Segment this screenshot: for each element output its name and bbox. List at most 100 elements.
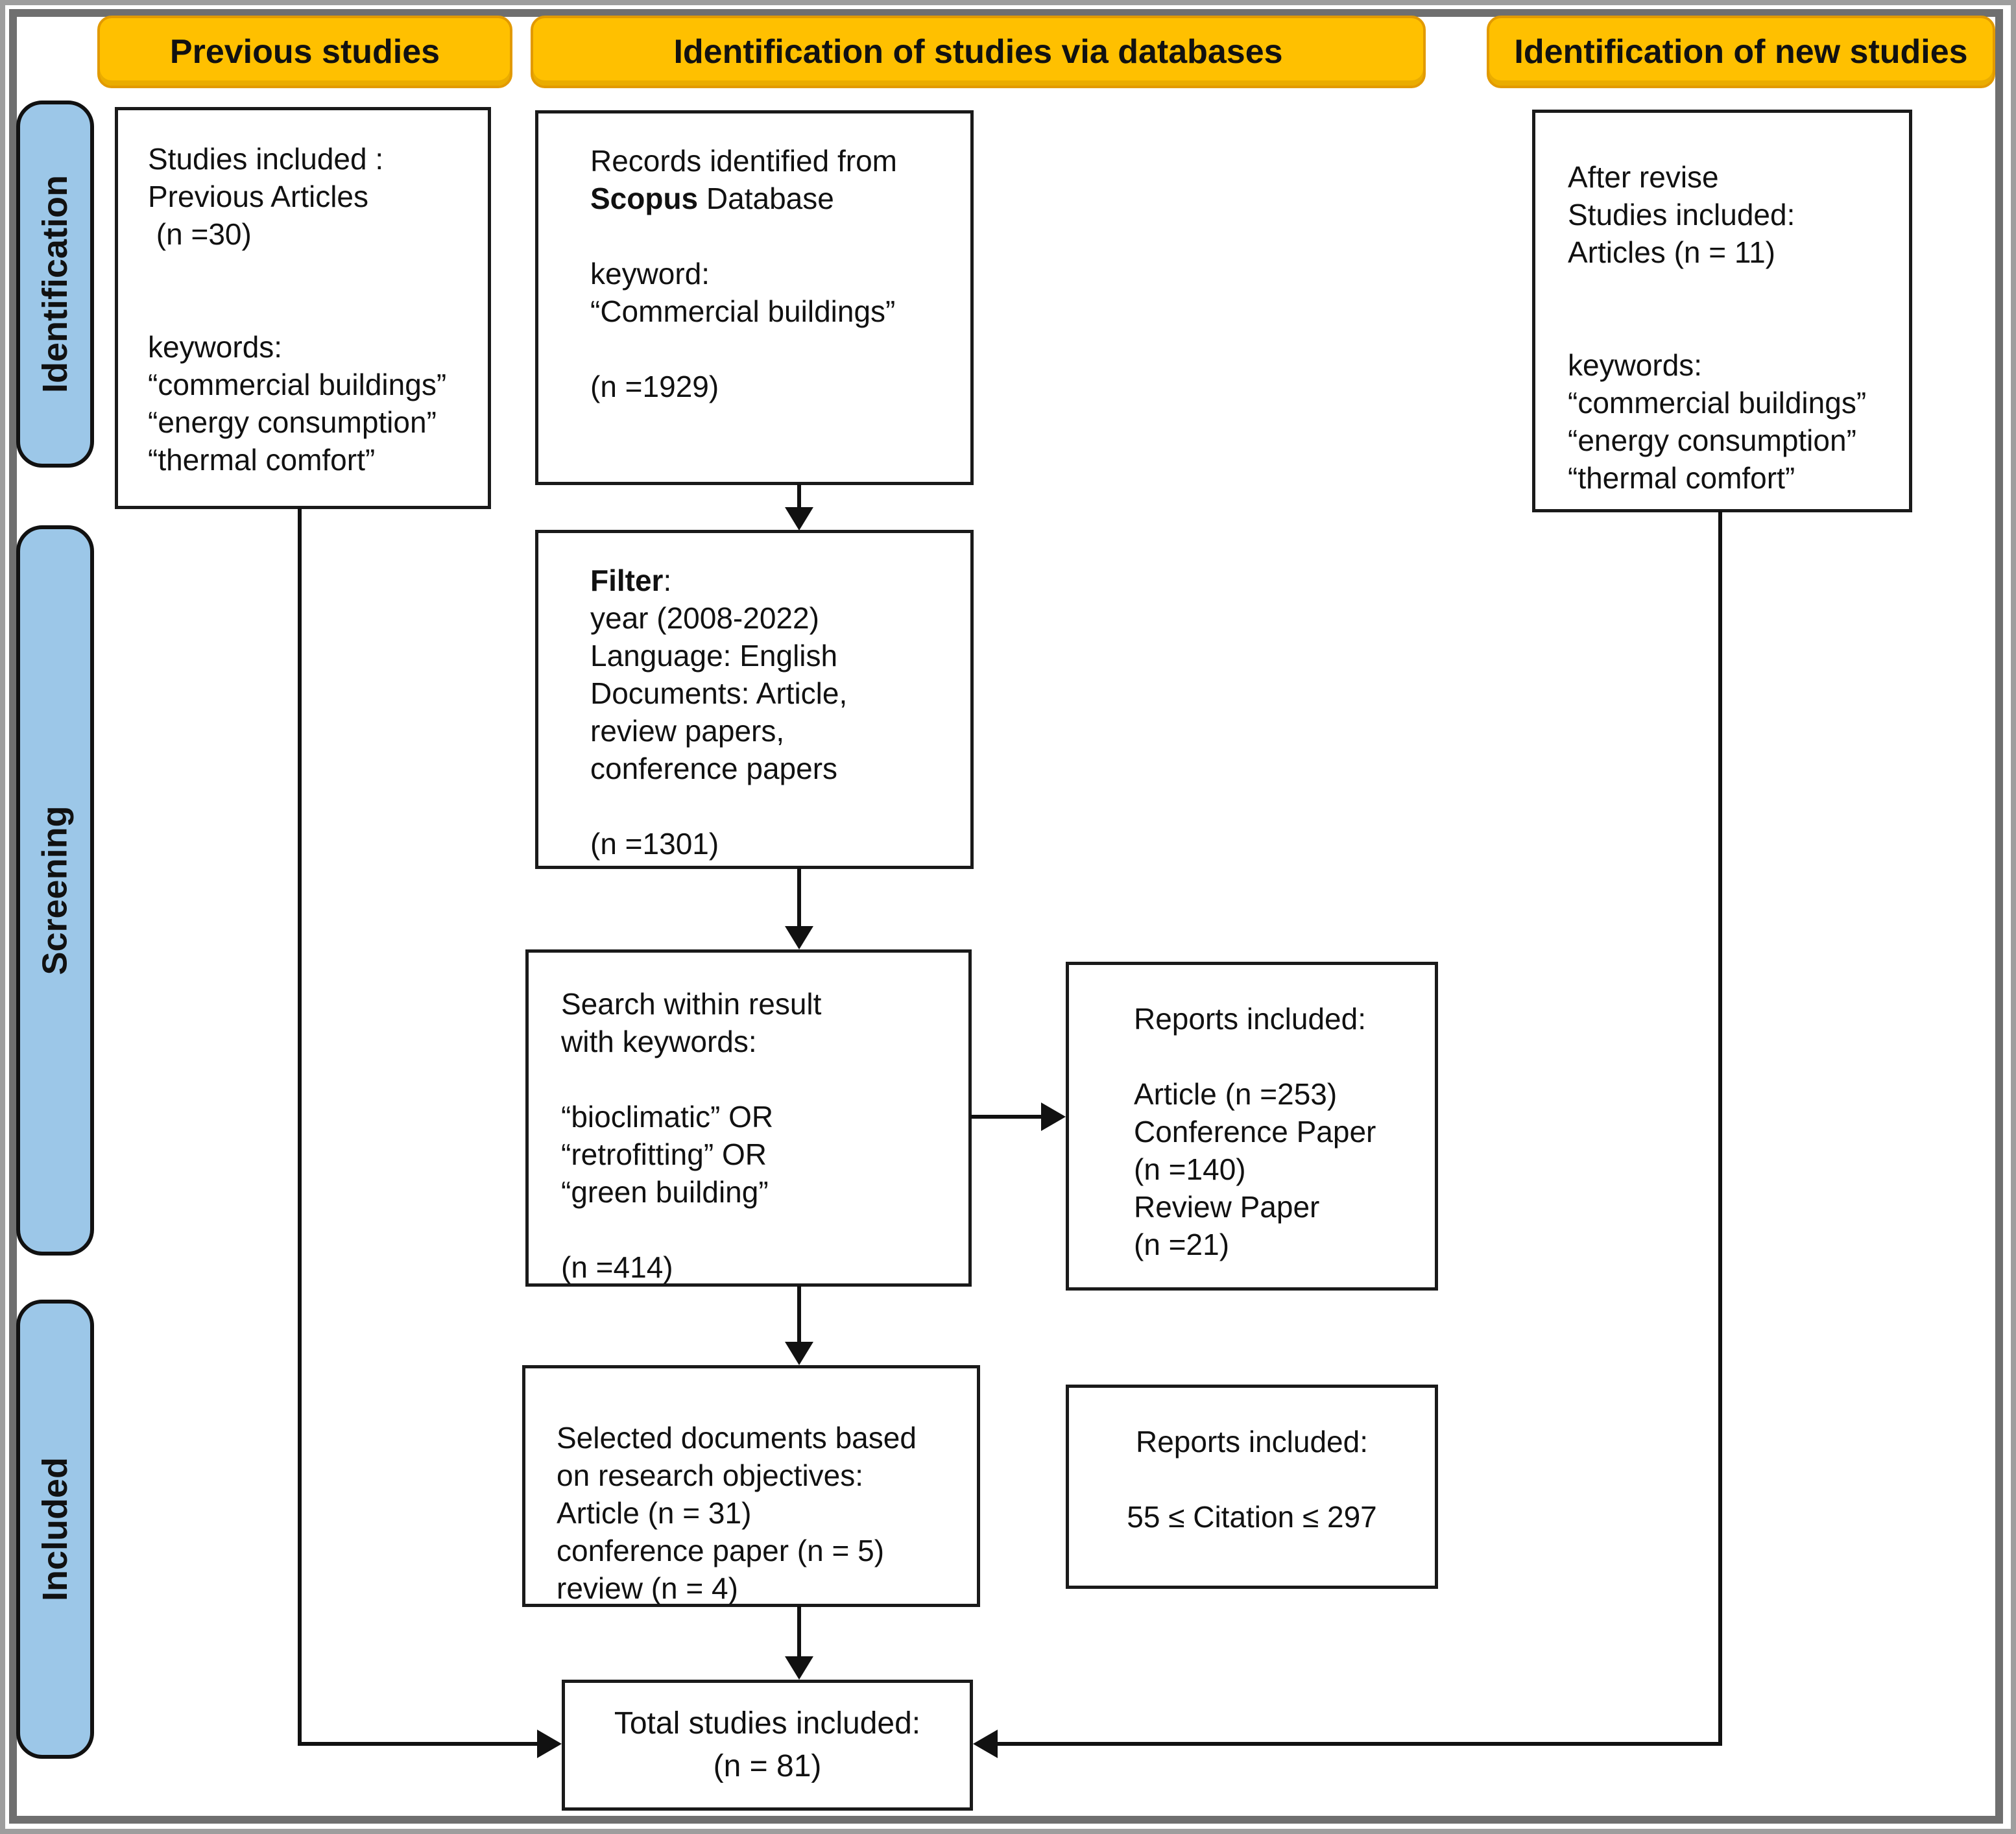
text-line: “green building”: [561, 1175, 769, 1209]
text-line: [590, 330, 947, 368]
text-line: Review Paper: [1134, 1190, 1320, 1224]
text-line: Scopus Database: [590, 182, 834, 215]
text-line: “Commercial buildings”: [590, 294, 896, 328]
column-header-databases: Identification of studies via databases: [531, 16, 1426, 88]
text-line: 55 ≤ Citation ≤ 297: [1127, 1500, 1377, 1534]
text-line: (n =140): [1134, 1152, 1246, 1186]
text-line: conference paper (n = 5): [557, 1534, 885, 1567]
box-text: Reports included: Article (n =253)Confer…: [1069, 965, 1435, 1263]
arrowhead-selected-to-total: [785, 1656, 813, 1680]
box-text: Total studies included: (n = 81): [565, 1683, 970, 1788]
text-line: [148, 291, 464, 328]
stage-label-identification: Identification: [16, 101, 94, 468]
text-line: Studies included :: [148, 142, 384, 176]
text-line: review (n = 4): [557, 1571, 738, 1605]
text-line: conference papers: [590, 752, 838, 785]
text-line: “thermal comfort”: [1568, 461, 1795, 495]
column-header-new-studies: Identification of new studies: [1487, 16, 1995, 88]
box-search-within-result: Search within result with keywords: “bioc…: [525, 949, 972, 1287]
text-line: [561, 1211, 945, 1248]
text-line: Search within result: [561, 987, 822, 1021]
text-line: [1134, 1038, 1419, 1075]
arrowhead-new-studies-to-total: [973, 1730, 998, 1758]
text-line: (n =30): [148, 217, 252, 251]
text-line: (n =1301): [590, 827, 719, 861]
text-line: Language: English: [590, 639, 838, 673]
connector-selected-to-total: [797, 1606, 801, 1659]
text-line: “commercial buildings”: [148, 368, 447, 401]
text-line: “energy consumption”: [1568, 423, 1856, 457]
box-filter: Filter: year (2008-2022) Language: English…: [535, 530, 974, 869]
connector-search-to-selected: [797, 1285, 801, 1345]
stage-label-included: Included: [16, 1300, 94, 1759]
text-line: [1075, 1460, 1428, 1498]
stage-label-text: Identification: [36, 175, 75, 393]
text-line: year (2008-2022): [590, 601, 819, 635]
text-line: Selected documents based: [557, 1421, 917, 1455]
text-line: [590, 787, 947, 825]
text-line: Total studies included:: [614, 1706, 921, 1741]
text-line: (n =1929): [590, 370, 719, 403]
text-line: [561, 1060, 945, 1098]
connector-filter-to-search: [797, 868, 801, 929]
text-line: (n =414): [561, 1250, 673, 1284]
text-line: Reports included:: [1134, 1002, 1366, 1036]
text-line: Filter:: [590, 564, 672, 597]
text-line: “bioclimatic” OR: [561, 1100, 774, 1134]
box-total-studies-included: Total studies included: (n = 81): [562, 1680, 973, 1811]
connector-previous-right: [298, 1742, 540, 1746]
box-text: Search within result with keywords: “bioc…: [529, 953, 968, 1286]
box-selected-documents: Selected documents based on research obje…: [522, 1365, 980, 1607]
text-line: Article (n = 31): [557, 1496, 752, 1530]
arrowhead-previous-to-total: [537, 1730, 562, 1758]
text-line: (n = 81): [713, 1749, 822, 1783]
text-line: [1568, 309, 1893, 346]
connector-records-to-filter: [797, 484, 801, 512]
stage-label-text: Screening: [36, 805, 75, 975]
column-header-previous-studies: Previous studies: [97, 16, 512, 88]
text-line: Conference Paper: [1134, 1115, 1376, 1149]
stage-label-text: Included: [36, 1457, 75, 1602]
text-line: “commercial buildings”: [1568, 386, 1867, 420]
text-line: “energy consumption”: [148, 405, 437, 439]
column-header-label: Identification of new studies: [1514, 33, 1968, 71]
text-line: keywords:: [1568, 348, 1703, 382]
text-line: “retrofitting” OR: [561, 1137, 767, 1171]
text-line: Records identified from: [590, 144, 897, 178]
text-line: Studies included:: [1568, 198, 1795, 232]
box-text: Studies included : Previous Articles (n =…: [118, 110, 488, 479]
arrowhead-search-to-selected: [785, 1342, 813, 1365]
text-line: keywords:: [148, 330, 283, 364]
connector-previous-down: [298, 508, 302, 1746]
connector-search-to-reports: [970, 1115, 1043, 1119]
text-line: (n =21): [1134, 1228, 1230, 1261]
box-reports-included-citation: Reports included: 55 ≤ Citation ≤ 297: [1066, 1385, 1438, 1589]
arrowhead-records-to-filter: [785, 507, 813, 530]
text-line: Previous Articles: [148, 180, 369, 213]
box-reports-included-types: Reports included: Article (n =253)Confer…: [1066, 962, 1438, 1291]
arrowhead-search-to-reports: [1041, 1102, 1066, 1131]
arrowhead-filter-to-search: [785, 926, 813, 949]
connector-new-studies-down: [1718, 511, 1722, 1746]
text-line: review papers,: [590, 714, 785, 748]
text-line: Documents: Article,: [590, 676, 848, 710]
text-line: Articles (n = 11): [1568, 235, 1775, 269]
box-previous-studies-included: Studies included : Previous Articles (n =…: [115, 107, 491, 509]
connector-new-studies-left: [998, 1742, 1722, 1746]
box-text: Filter: year (2008-2022) Language: English…: [538, 533, 970, 863]
box-text: Reports included: 55 ≤ Citation ≤ 297: [1069, 1388, 1435, 1536]
text-line: “thermal comfort”: [148, 443, 376, 477]
text-line: on research objectives:: [557, 1459, 864, 1492]
text-line: keyword:: [590, 257, 710, 291]
box-text: Selected documents based on research obje…: [525, 1368, 977, 1607]
text-line: Reports included:: [1136, 1425, 1368, 1459]
text-line: [1568, 271, 1893, 309]
text-line: After revise: [1568, 160, 1719, 194]
column-header-label: Previous studies: [169, 33, 440, 71]
text-line: with keywords:: [561, 1025, 757, 1058]
stage-label-screening: Screening: [16, 525, 94, 1256]
